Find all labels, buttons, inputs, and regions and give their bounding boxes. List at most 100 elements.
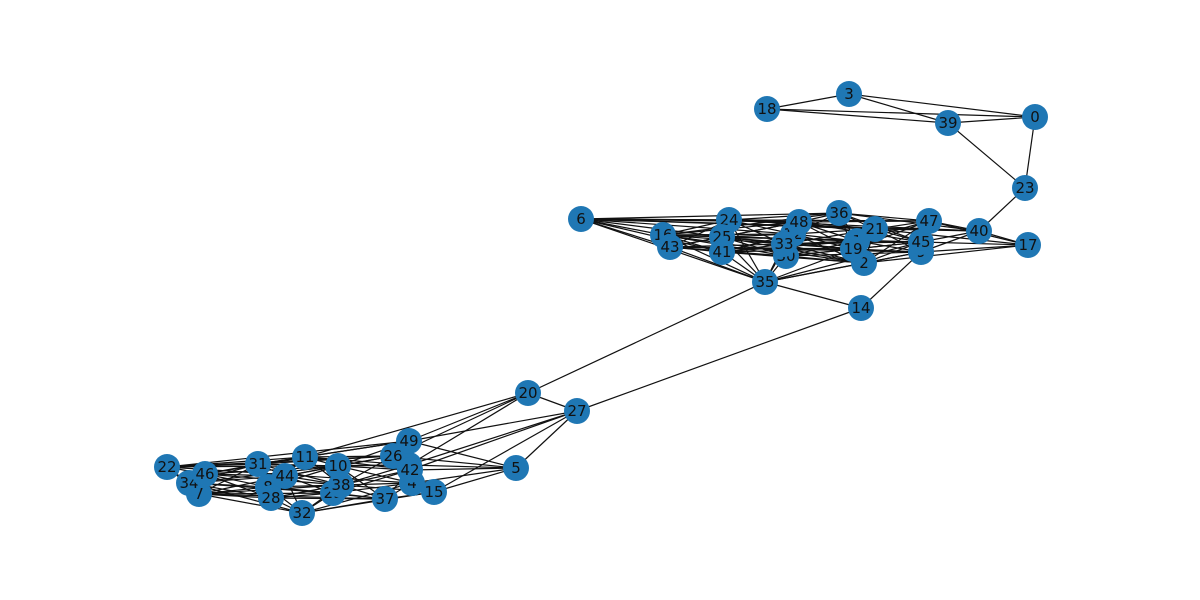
node-circle [754,96,780,122]
node-46[interactable]: 46 [192,461,218,487]
node-17[interactable]: 17 [1015,232,1041,258]
node-circle [192,461,218,487]
node-circle [752,269,778,295]
node-label: 38 [331,476,350,494]
node-circle [862,216,888,242]
node-label: 31 [248,455,267,473]
node-circle [848,295,874,321]
edge-43-35 [669,246,766,283]
edge-18-3 [766,93,850,110]
node-label: 23 [1015,179,1034,197]
node-45[interactable]: 45 [908,229,934,255]
node-circle [966,218,992,244]
node-circle [421,479,447,505]
node-22[interactable]: 22 [154,454,180,480]
node-18[interactable]: 18 [754,96,780,122]
edge-13-5 [408,464,517,469]
node-43[interactable]: 43 [657,234,683,260]
node-circle [515,380,541,406]
node-label: 19 [843,240,862,258]
node-38[interactable]: 38 [328,472,354,498]
edge-2-17 [863,244,1029,264]
node-33[interactable]: 33 [771,231,797,257]
edge-6-12 [580,218,794,235]
node-37[interactable]: 37 [372,486,398,512]
node-44[interactable]: 44 [272,463,298,489]
node-21[interactable]: 21 [862,216,888,242]
edge-35-20 [527,281,766,394]
node-circle [245,451,271,477]
edge-27-5 [515,410,578,469]
node-circle [916,208,942,234]
edge-35-45 [764,241,922,283]
edge-35-9 [764,251,922,283]
node-label: 22 [157,458,176,476]
node-circle [836,81,862,107]
edge-9-14 [860,251,922,309]
node-circle [771,231,797,257]
node-circle [657,234,683,260]
node-42[interactable]: 42 [397,457,423,483]
node-label: 39 [938,114,957,132]
node-circle [289,500,315,526]
node-19[interactable]: 19 [840,236,866,262]
edge-20-11 [304,392,529,458]
node-11[interactable]: 11 [292,444,318,470]
edge-15-5 [433,467,517,493]
node-36[interactable]: 36 [826,200,852,226]
node-5[interactable]: 5 [503,455,529,481]
node-15[interactable]: 15 [421,479,447,505]
node-circle [397,457,423,483]
edge-27-15 [433,410,578,493]
node-circle [564,398,590,424]
node-label: 48 [789,213,808,231]
node-41[interactable]: 41 [709,239,735,265]
node-27[interactable]: 27 [564,398,590,424]
node-circle [396,428,422,454]
edge-20-13 [408,392,529,466]
edge-11-26 [304,455,394,458]
node-label: 11 [295,448,314,466]
node-circle [372,486,398,512]
edge-24-36 [728,212,840,221]
node-label: 47 [919,212,938,230]
node-32[interactable]: 32 [289,500,315,526]
edge-35-19 [764,248,854,283]
node-label: 4 [407,474,417,492]
node-23[interactable]: 23 [1012,175,1038,201]
node-label: 42 [400,461,419,479]
edge-3-39 [848,93,949,124]
node-31[interactable]: 31 [245,451,271,477]
node-35[interactable]: 35 [752,269,778,295]
node-circle [1012,175,1038,201]
node-label: 18 [757,100,776,118]
node-20[interactable]: 20 [515,380,541,406]
node-28[interactable]: 28 [258,485,284,511]
node-circle [258,485,284,511]
node-label: 27 [567,402,586,420]
node-6[interactable]: 6 [568,206,594,232]
node-label: 0 [1030,108,1040,126]
node-14[interactable]: 14 [848,295,874,321]
node-39[interactable]: 39 [935,110,961,136]
node-circle [935,110,961,136]
node-40[interactable]: 40 [966,218,992,244]
node-47[interactable]: 47 [916,208,942,234]
node-48[interactable]: 48 [786,209,812,235]
node-circle [292,444,318,470]
node-0[interactable]: 0 [1022,104,1048,130]
node-circle [503,455,529,481]
node-label: 6 [576,210,586,228]
node-label: 10 [328,457,347,475]
node-circle [272,463,298,489]
node-circle [568,206,594,232]
node-label: 33 [774,235,793,253]
edge-18-0 [766,108,1036,118]
edge-7-32 [198,493,303,514]
node-label: 26 [383,447,402,465]
node-3[interactable]: 3 [836,81,862,107]
node-label: 3 [844,85,854,103]
node-49[interactable]: 49 [396,428,422,454]
edge-27-49 [408,410,578,442]
node-label: 5 [511,459,521,477]
